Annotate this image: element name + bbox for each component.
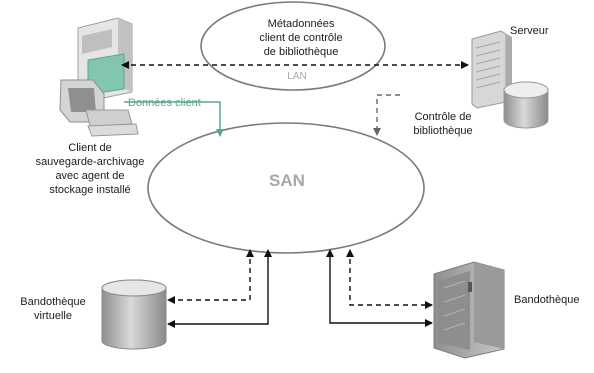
library-control-label: Contrôle de bibliothèque — [413, 111, 473, 137]
san-cloud — [147, 122, 425, 254]
server-label: Serveur — [510, 25, 549, 37]
library-control-arrow — [373, 94, 400, 136]
virtual-library-dashed-link — [167, 249, 254, 304]
client-data-arrow — [124, 101, 224, 137]
server-machine — [471, 30, 549, 129]
virtual-library-solid-link — [167, 249, 272, 328]
tape-library-dashed-link — [346, 249, 433, 309]
client-label: Client de sauvegarde-archivage avec agen… — [35, 142, 145, 196]
lan-label: LAN — [287, 71, 307, 82]
lan-cloud — [200, 1, 386, 91]
metadata-label: Métadonnées client de contrôle de biblio… — [259, 18, 343, 58]
client-computer — [59, 17, 139, 137]
virtual-tape-library — [101, 279, 167, 350]
tape-library-solid-link — [326, 249, 433, 327]
virtual-library-label: Bandothèque virtuelle — [20, 296, 86, 322]
san-label: SAN — [269, 171, 305, 190]
client-data-label: Données client — [128, 97, 201, 109]
tape-library-label: Bandothèque — [514, 294, 580, 306]
tape-library-rack — [433, 261, 505, 359]
